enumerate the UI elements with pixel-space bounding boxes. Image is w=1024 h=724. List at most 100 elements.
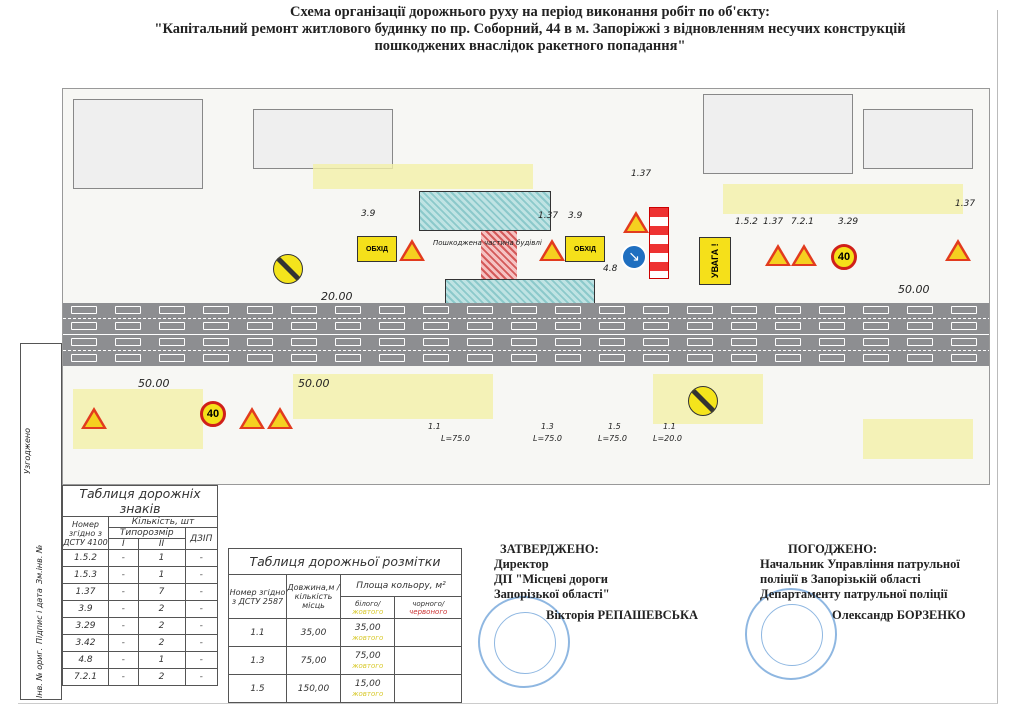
table-cell: 150,00 bbox=[286, 674, 341, 703]
road bbox=[63, 303, 989, 366]
lane-arrow bbox=[379, 354, 405, 362]
table-cell: - bbox=[184, 617, 218, 635]
table-cell: - bbox=[108, 617, 139, 635]
building bbox=[253, 109, 393, 169]
table-cell: - bbox=[184, 566, 218, 584]
approved-line: Директор bbox=[494, 557, 549, 571]
detour-sign: ОБХІД bbox=[565, 236, 605, 262]
lane-arrow bbox=[951, 354, 977, 362]
roadwork-sign bbox=[791, 244, 817, 266]
column-header: чорного/ bbox=[412, 599, 445, 608]
lane-arrow bbox=[247, 322, 273, 330]
table-row: 1.37-7- bbox=[62, 583, 218, 601]
roadwork-sign bbox=[81, 407, 107, 429]
lane-arrow bbox=[159, 338, 185, 346]
column-header: Довжина,м /кількість місць bbox=[286, 574, 341, 619]
table-cell: - bbox=[184, 600, 218, 618]
lane-arrow bbox=[335, 354, 361, 362]
lane-arrow bbox=[115, 306, 141, 314]
table-cell: - bbox=[184, 583, 218, 601]
yellow-area: жовтого bbox=[352, 689, 384, 698]
inv-replace-label: Зм.інв. № bbox=[35, 544, 44, 584]
lane-arrow bbox=[467, 322, 493, 330]
white-area: 15,00 bbox=[354, 678, 381, 689]
lane-arrow bbox=[467, 338, 493, 346]
roadwork-sign bbox=[539, 239, 565, 261]
green-zone bbox=[313, 164, 533, 189]
green-zone bbox=[723, 184, 963, 214]
sign-code: 7.2.1 bbox=[791, 217, 814, 227]
lane-arrow bbox=[159, 306, 185, 314]
lane-arrow bbox=[907, 306, 933, 314]
lane-arrow bbox=[203, 338, 229, 346]
column-header: II bbox=[137, 538, 186, 550]
table-cell: 1 bbox=[137, 651, 186, 669]
length-label: L=75.0 bbox=[598, 434, 627, 443]
lane-arrow bbox=[511, 322, 537, 330]
lane-arrow bbox=[467, 354, 493, 362]
table-cell: 4.8 bbox=[62, 651, 109, 669]
table-cell: 2 bbox=[137, 668, 186, 686]
lane-arrow bbox=[863, 354, 889, 362]
marking-label: 1.3 bbox=[541, 422, 554, 431]
lane-arrow bbox=[335, 322, 361, 330]
lane-arrow bbox=[775, 322, 801, 330]
lane-arrow bbox=[335, 338, 361, 346]
lane-arrow bbox=[335, 306, 361, 314]
sign-code: 1.37 bbox=[763, 217, 784, 227]
marking-label: 1.5 bbox=[608, 422, 621, 431]
lane-line bbox=[63, 350, 989, 351]
length-label: L=75.0 bbox=[533, 434, 562, 443]
table-cell: 1.5.2 bbox=[62, 549, 109, 567]
lane-arrow bbox=[907, 354, 933, 362]
speed-limit-value: 40 bbox=[206, 408, 220, 420]
lane-arrow bbox=[731, 306, 757, 314]
lane-arrow bbox=[863, 306, 889, 314]
sign-code: 3.9 bbox=[361, 209, 376, 219]
lane-arrow bbox=[511, 338, 537, 346]
end-of-restrictions-sign bbox=[688, 386, 718, 416]
table-row: 3.9-2- bbox=[62, 600, 218, 618]
sign-code: 1.37 bbox=[631, 169, 652, 179]
lane-arrow bbox=[247, 306, 273, 314]
table-cell: - bbox=[108, 651, 139, 669]
table-title: Таблиця дорожніх знаків bbox=[62, 485, 218, 517]
lane-arrow bbox=[819, 322, 845, 330]
agreer-name: Олександр БОРЗЕНКО bbox=[832, 608, 966, 622]
white-area: 75,00 bbox=[354, 650, 381, 661]
lane-arrow bbox=[203, 306, 229, 314]
table-cell: 3.29 bbox=[62, 617, 109, 635]
column-header: Площа кольору, м² bbox=[340, 574, 462, 597]
column-header: червоного bbox=[409, 607, 448, 616]
end-of-restrictions-sign bbox=[273, 254, 303, 284]
lane-arrow bbox=[555, 322, 581, 330]
sign-code: 4.8 bbox=[603, 264, 618, 274]
table-row: 1.5.3-1- bbox=[62, 566, 218, 584]
center-line bbox=[63, 334, 989, 335]
title-line: пошкоджених внаслідок ракетного попаданн… bbox=[374, 38, 686, 54]
side-stamp-strip: Узгоджено Зм.інв. № Підпис і дата Інв. №… bbox=[20, 343, 62, 700]
approver-name: Вікторія РЕПАШЕВСЬКА bbox=[546, 608, 699, 622]
lane-arrow bbox=[819, 306, 845, 314]
table-row: 1.5.2-1- bbox=[62, 549, 218, 567]
table-cell: - bbox=[108, 634, 139, 652]
table-row: 7.2.1-2- bbox=[62, 668, 218, 686]
lane-arrow bbox=[775, 338, 801, 346]
inv-orig-label: Інв. № ориг. bbox=[35, 647, 44, 698]
table-cell: - bbox=[108, 566, 139, 584]
lane-arrow bbox=[379, 306, 405, 314]
lane-arrow bbox=[423, 354, 449, 362]
lane-arrow bbox=[115, 322, 141, 330]
construction-site bbox=[419, 191, 551, 231]
lane-arrow bbox=[907, 338, 933, 346]
lane-arrow bbox=[511, 306, 537, 314]
lane-arrow bbox=[731, 322, 757, 330]
roadwork-sign bbox=[399, 239, 425, 261]
lane-arrow bbox=[643, 338, 669, 346]
table-cell: 1.3 bbox=[228, 646, 287, 675]
lane-arrow bbox=[951, 338, 977, 346]
agreed-line: Департаменту патрульної поліції bbox=[760, 587, 948, 601]
lane-arrow bbox=[423, 306, 449, 314]
